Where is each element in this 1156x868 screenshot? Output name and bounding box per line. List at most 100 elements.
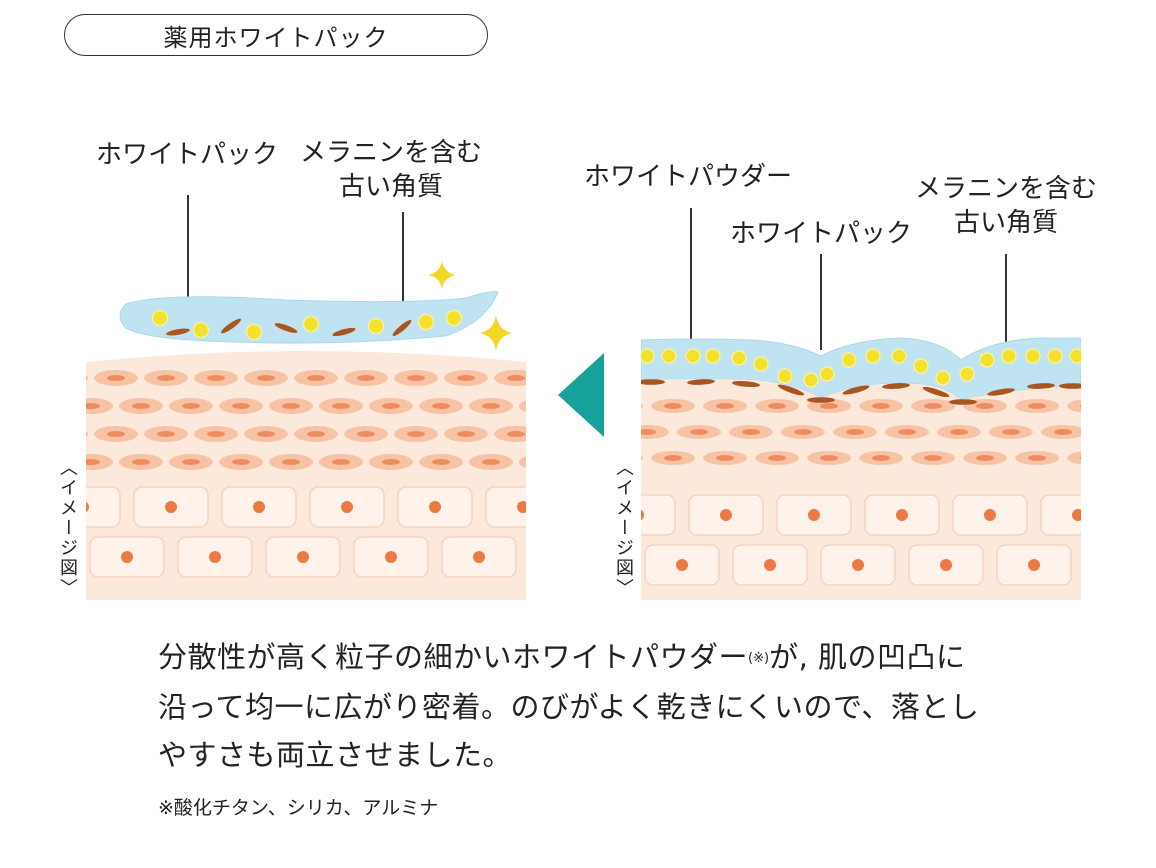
melanin-flake: [641, 379, 665, 385]
white-powder-particle: [685, 348, 701, 364]
description-line-1: 分散性が高く粒子の細かいホワイトパウダー(※)が, 肌の凹凸に: [158, 633, 1008, 683]
lower-cell: [641, 494, 676, 536]
cell-nucleus: [86, 403, 100, 409]
cell-nucleus: [1080, 404, 1081, 408]
white-powder-particle: [705, 348, 721, 364]
white-powder-particle: [1069, 348, 1081, 364]
melanin-flake: [777, 384, 805, 396]
cell-nucleus: [1028, 455, 1046, 461]
cell-nucleus: [940, 559, 952, 571]
cell-nucleus: [768, 403, 786, 409]
cell-nucleus: [121, 551, 133, 563]
cell-nucleus: [664, 403, 682, 409]
cell-nucleus: [86, 501, 89, 513]
cell-nucleus: [641, 509, 644, 521]
white-powder-particle: [417, 313, 435, 331]
cell-nucleus: [382, 403, 400, 409]
page-title: 薬用ホワイトパック: [64, 14, 488, 56]
melanin-flake: [842, 385, 870, 395]
cell-nucleus: [1028, 559, 1040, 571]
white-powder-particle: [891, 348, 907, 364]
cell-nucleus: [182, 403, 200, 409]
right-leader-powder: [690, 208, 692, 356]
cell-nucleus: [357, 431, 375, 437]
white-powder-particle: [245, 323, 263, 341]
cell-nucleus: [924, 403, 942, 409]
melanin-flake: [221, 318, 241, 334]
cell-nucleus: [507, 431, 525, 437]
arrow-left-icon: [558, 353, 604, 437]
description: 分散性が高く粒子の細かいホワイトパウダー(※)が, 肌の凹凸に 沿って均一に広が…: [158, 633, 1008, 779]
melanin-flake: [1027, 383, 1055, 389]
cell-nucleus: [332, 459, 350, 465]
cell-nucleus: [332, 403, 350, 409]
cell-nucleus: [429, 501, 441, 513]
cell-nucleus: [457, 375, 475, 381]
white-powder-particle: [661, 348, 677, 364]
white-powder-particle: [819, 366, 835, 382]
cell-nucleus: [898, 429, 916, 435]
cell-nucleus: [808, 509, 820, 521]
cell-nucleus: [872, 403, 890, 409]
right-image-label: 〈イメージ図〉: [613, 458, 634, 598]
cell-nucleus: [984, 509, 996, 521]
cell-nucleus: [297, 551, 309, 563]
left-leader-pack: [187, 195, 189, 325]
melanin-flake: [687, 379, 715, 385]
upper-cell: [86, 430, 88, 438]
cell-nucleus: [742, 429, 760, 435]
cell-nucleus: [716, 455, 734, 461]
cell-nucleus: [794, 429, 812, 435]
cell-nucleus: [1054, 429, 1072, 435]
upper-cell: [641, 455, 643, 461]
cell-nucleus: [132, 459, 150, 465]
white-powder-particle: [865, 348, 881, 364]
description-line-3: やすさも両立させました。: [158, 738, 513, 772]
cell-nucleus: [209, 551, 221, 563]
cell-nucleus: [473, 551, 485, 563]
melanin-flake: [922, 386, 950, 398]
cell-nucleus: [107, 431, 125, 437]
cell-nucleus: [716, 403, 734, 409]
cell-nucleus: [432, 403, 450, 409]
white-powder-particle: [151, 309, 169, 327]
white-powder-particle: [959, 366, 975, 382]
left-leader-melanin: [402, 212, 404, 332]
cell-nucleus: [690, 429, 708, 435]
cell-nucleus: [232, 459, 250, 465]
cell-nucleus: [357, 375, 375, 381]
white-powder-particle: [367, 317, 385, 335]
white-powder-particle: [913, 358, 929, 374]
melanin-flake: [1059, 383, 1081, 389]
cell-nucleus: [165, 501, 177, 513]
cell-nucleus: [976, 403, 994, 409]
cell-nucleus: [132, 403, 150, 409]
cell-nucleus: [182, 459, 200, 465]
white-powder-particle: [1047, 348, 1063, 364]
cell-nucleus: [820, 403, 838, 409]
cell-nucleus: [1002, 429, 1020, 435]
cell-nucleus: [676, 559, 688, 571]
cell-nucleus: [482, 459, 500, 465]
upper-cell: [519, 456, 526, 468]
white-powder-particle: [445, 309, 463, 327]
cell-nucleus: [820, 455, 838, 461]
left-label-white-pack: ホワイトパック: [96, 140, 279, 170]
cell-nucleus: [382, 459, 400, 465]
cell-nucleus: [852, 559, 864, 571]
cell-nucleus: [282, 403, 300, 409]
left-label-melanin: メラニンを含む 古い角質: [300, 138, 483, 202]
white-powder-particle: [753, 356, 769, 372]
cell-nucleus: [720, 509, 732, 521]
left-sparkles: [428, 261, 512, 351]
white-powder-particle: [731, 350, 747, 366]
cell-nucleus: [307, 431, 325, 437]
cell-nucleus: [207, 375, 225, 381]
cell-nucleus: [768, 455, 786, 461]
cell-nucleus: [1080, 456, 1081, 460]
left-skin-diagram: [86, 291, 526, 600]
lower-cell: [485, 486, 526, 528]
cell-nucleus: [1028, 403, 1046, 409]
cell-nucleus: [86, 459, 100, 465]
cell-nucleus: [407, 375, 425, 381]
